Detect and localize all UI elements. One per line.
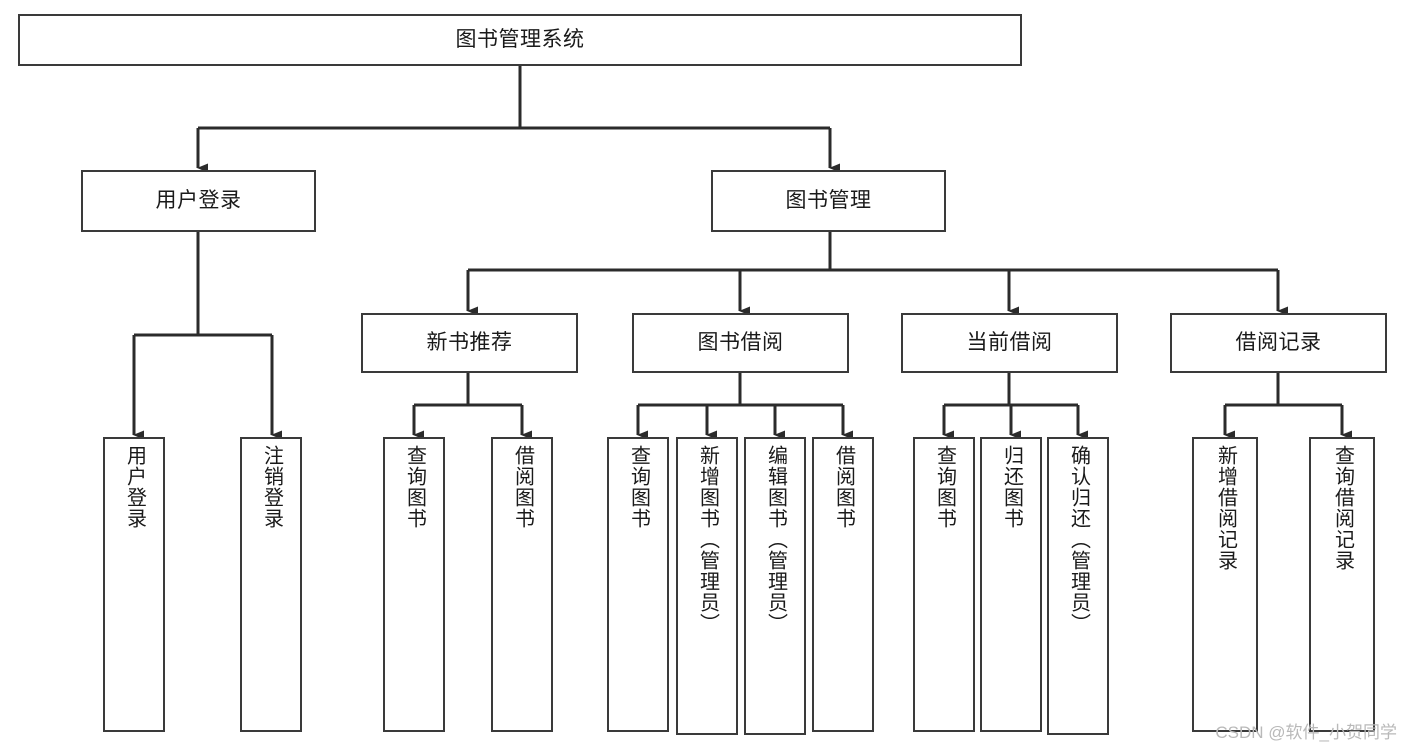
node-book-management-label: 图书管理 bbox=[785, 189, 872, 213]
node-borrow-record-label: 借阅记录 bbox=[1235, 331, 1322, 355]
node-leaf-borrow-book-1[interactable]: 借阅图书 bbox=[491, 437, 553, 732]
node-book-management[interactable]: 图书管理 bbox=[711, 170, 946, 232]
node-leaf-edit-book[interactable]: 编辑图书（管理员） bbox=[744, 437, 806, 735]
node-leaf-query-book-3-label: 查询图书 bbox=[933, 445, 956, 529]
node-leaf-query-book-1-label: 查询图书 bbox=[403, 445, 426, 529]
node-leaf-user-login[interactable]: 用户登录 bbox=[103, 437, 165, 732]
node-leaf-user-login-label: 用户登录 bbox=[123, 445, 146, 529]
node-new-book-recommend-label: 新书推荐 bbox=[426, 331, 513, 355]
node-leaf-edit-book-label: 编辑图书（管理员） bbox=[764, 445, 787, 634]
node-user-login[interactable]: 用户登录 bbox=[81, 170, 316, 232]
node-leaf-return-book[interactable]: 归还图书 bbox=[980, 437, 1042, 732]
node-leaf-query-book-2[interactable]: 查询图书 bbox=[607, 437, 669, 732]
node-root[interactable]: 图书管理系统 bbox=[18, 14, 1022, 66]
node-new-book-recommend[interactable]: 新书推荐 bbox=[361, 313, 578, 373]
node-leaf-query-book-1[interactable]: 查询图书 bbox=[383, 437, 445, 732]
node-leaf-borrow-book-2[interactable]: 借阅图书 bbox=[812, 437, 874, 732]
csdn-watermark: CSDN @软件_小贺同学 bbox=[1215, 723, 1397, 742]
node-borrow-record[interactable]: 借阅记录 bbox=[1170, 313, 1387, 373]
node-root-label: 图书管理系统 bbox=[455, 28, 585, 52]
node-leaf-query-book-2-label: 查询图书 bbox=[627, 445, 650, 529]
node-leaf-borrow-book-2-label: 借阅图书 bbox=[832, 445, 855, 529]
node-leaf-add-record[interactable]: 新增借阅记录 bbox=[1192, 437, 1258, 732]
node-book-borrow-label: 图书借阅 bbox=[697, 331, 784, 355]
node-leaf-return-book-label: 归还图书 bbox=[1000, 445, 1023, 529]
node-leaf-query-record-label: 查询借阅记录 bbox=[1331, 445, 1354, 571]
node-leaf-add-book-label: 新增图书（管理员） bbox=[696, 445, 719, 634]
node-user-login-label: 用户登录 bbox=[155, 189, 242, 213]
node-leaf-query-book-3[interactable]: 查询图书 bbox=[913, 437, 975, 732]
node-leaf-user-logout[interactable]: 注销登录 bbox=[240, 437, 302, 732]
node-leaf-query-record[interactable]: 查询借阅记录 bbox=[1309, 437, 1375, 732]
node-current-borrow[interactable]: 当前借阅 bbox=[901, 313, 1118, 373]
node-leaf-add-book[interactable]: 新增图书（管理员） bbox=[676, 437, 738, 735]
node-current-borrow-label: 当前借阅 bbox=[966, 331, 1053, 355]
node-leaf-confirm-return[interactable]: 确认归还（管理员） bbox=[1047, 437, 1109, 735]
node-leaf-confirm-return-label: 确认归还（管理员） bbox=[1067, 445, 1090, 634]
node-leaf-add-record-label: 新增借阅记录 bbox=[1214, 445, 1237, 571]
node-book-borrow[interactable]: 图书借阅 bbox=[632, 313, 849, 373]
node-leaf-user-logout-label: 注销登录 bbox=[260, 445, 283, 529]
node-leaf-borrow-book-1-label: 借阅图书 bbox=[511, 445, 534, 529]
